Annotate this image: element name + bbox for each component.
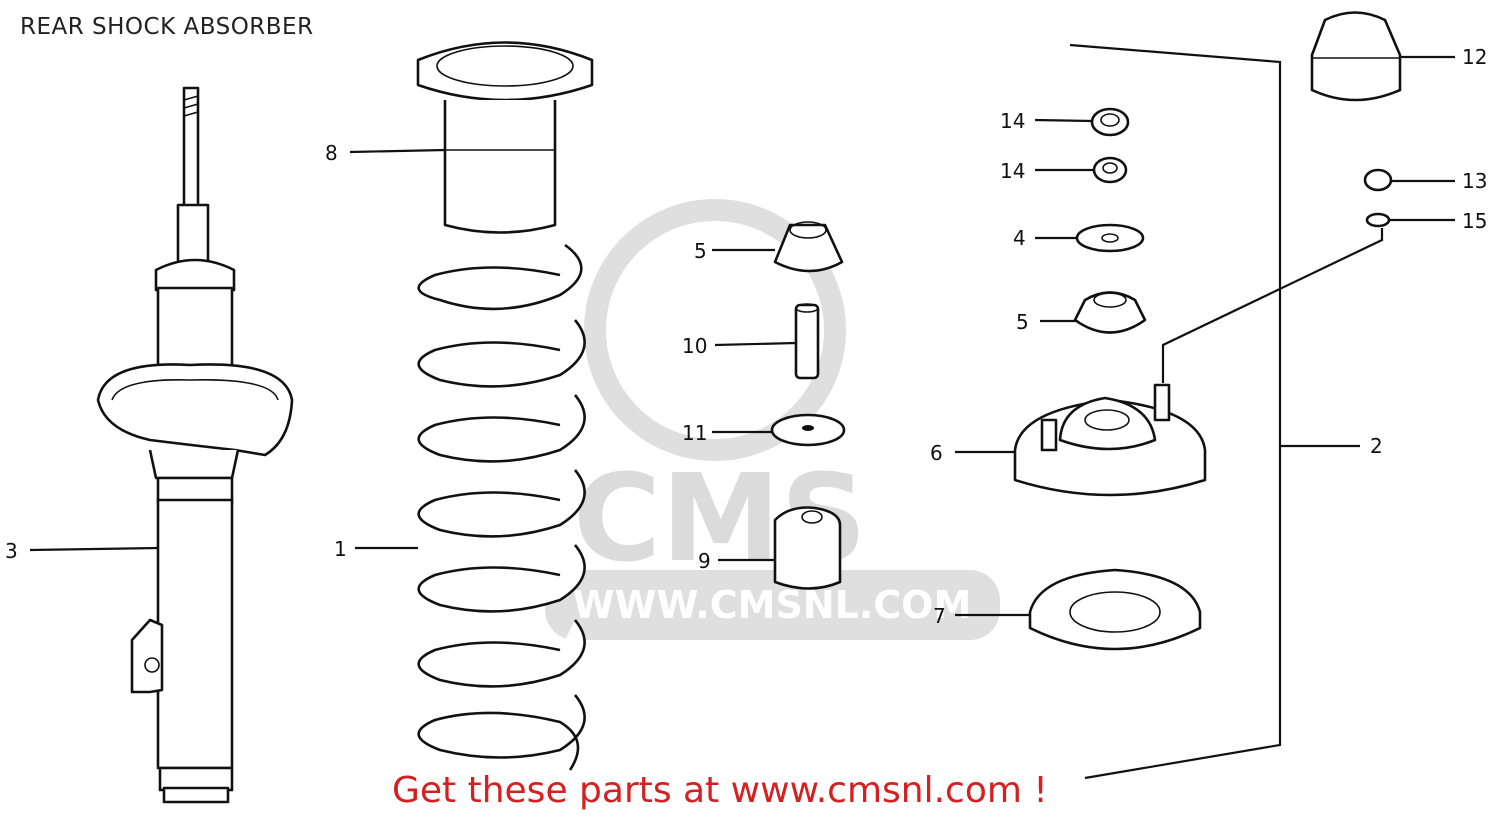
callout-2: 2 <box>1370 434 1383 458</box>
flange-nut <box>1363 168 1393 192</box>
callout-10: 10 <box>682 334 707 358</box>
mounting-base <box>1013 383 1207 497</box>
coil-spring <box>417 243 586 771</box>
shock-absorber-strut <box>96 86 294 804</box>
callout-11: 11 <box>682 421 707 445</box>
callout-6: 6 <box>930 441 943 465</box>
cap <box>1310 11 1402 102</box>
callout-8: 8 <box>325 141 338 165</box>
washer <box>770 413 846 447</box>
promo-link[interactable]: Get these parts at www.cmsnl.com ! <box>392 770 1048 811</box>
self-locking-nut-upper <box>1090 107 1130 137</box>
self-locking-nut-lower <box>1092 156 1128 184</box>
watermark-url: WWW.CMSNL.COM <box>573 583 972 627</box>
bump-stop-upper <box>773 221 844 273</box>
assembly-bracket <box>1069 43 1282 780</box>
callout-15: 15 <box>1462 209 1487 233</box>
callout-14-upper: 14 <box>1000 109 1025 133</box>
callout-14-lower: 14 <box>1000 159 1025 183</box>
washer-15 <box>1365 212 1391 228</box>
callout-1: 1 <box>334 537 347 561</box>
callout-12: 12 <box>1462 45 1487 69</box>
callout-4: 4 <box>1013 226 1026 250</box>
dust-cover <box>416 41 594 234</box>
spring-seat <box>1028 568 1202 651</box>
diagram-title: REAR SHOCK ABSORBER <box>20 14 314 40</box>
callout-7: 7 <box>933 604 946 628</box>
callout-13: 13 <box>1462 169 1487 193</box>
leader-lines <box>29 55 1455 617</box>
bump-stop-lower <box>1073 291 1147 334</box>
collar <box>794 303 820 380</box>
callout-9: 9 <box>698 549 711 573</box>
rubber-bushing <box>773 506 842 590</box>
callout-5-upper: 5 <box>694 239 707 263</box>
washer-4 <box>1075 223 1145 253</box>
callout-5-lower: 5 <box>1016 310 1029 334</box>
stud-guide-line <box>1161 228 1384 383</box>
callout-3: 3 <box>5 539 18 563</box>
